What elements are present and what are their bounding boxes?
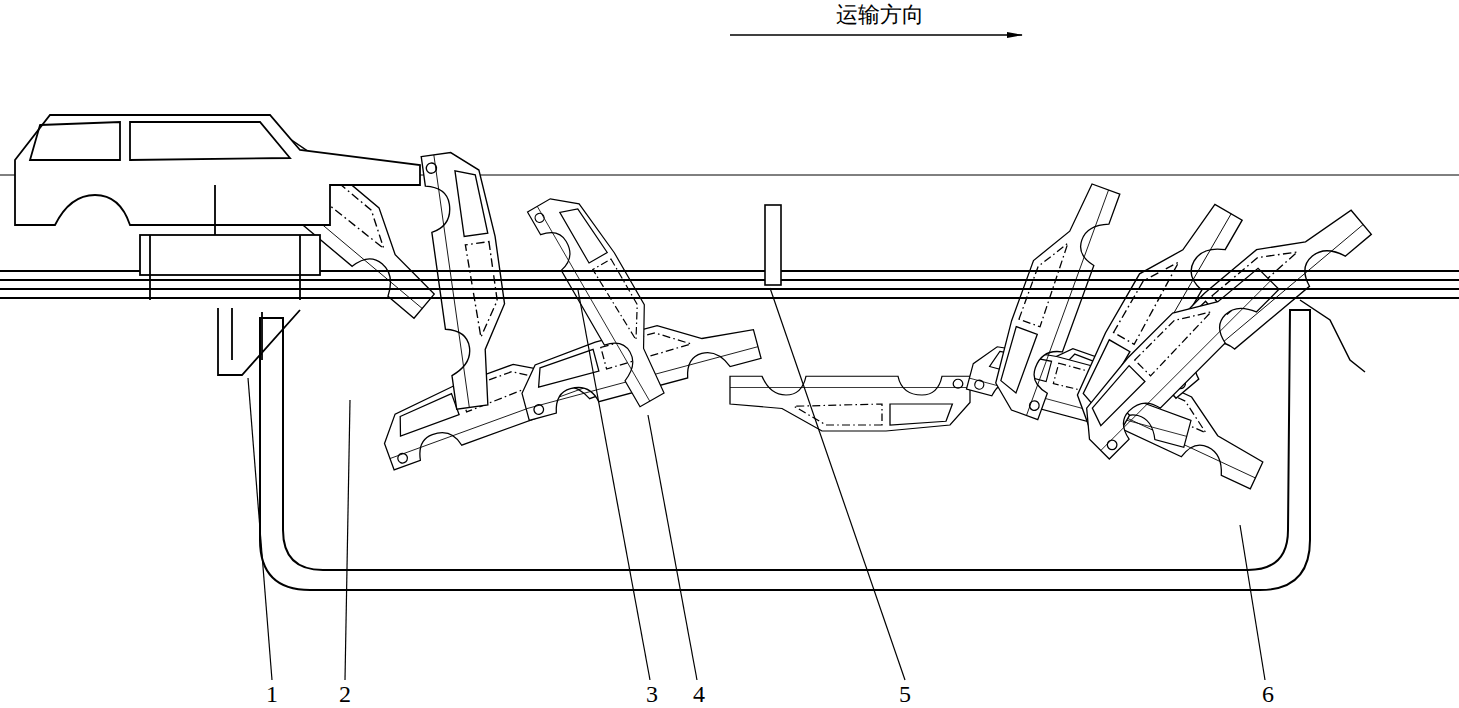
incoming-car [15,115,420,300]
entry-guide [218,308,300,375]
leader-lines [248,288,1265,680]
callout-number: 5 [897,682,913,706]
direction-label: 运输方向 [834,4,926,26]
callout-number: 2 [337,682,353,706]
callout-number: 3 [644,682,660,706]
direction-arrow [730,34,1022,36]
callout-number: 6 [1260,682,1276,706]
callout-number: 4 [691,682,707,706]
center-post [765,205,781,285]
tank-lip [1300,300,1365,372]
callout-number: 1 [264,682,280,706]
